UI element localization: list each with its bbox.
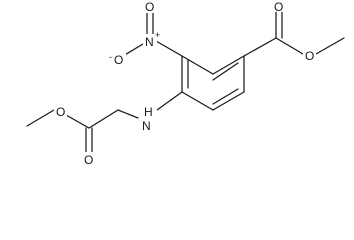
chemical-structure-diagram: N + O O - O O H N <box>26 0 345 167</box>
atom-label-ester-right-o-ether: O <box>305 49 314 63</box>
atom-nitro-o-minus: O - <box>109 52 126 67</box>
charge-nitro-o: - <box>109 52 112 62</box>
atom-amine-nh: H N <box>139 105 157 133</box>
atom-label-ester-left-o-carbonyl: O <box>84 153 93 167</box>
atom-ester-right-o-carbonyl: O <box>273 0 285 14</box>
bond-ring-c3-c4 <box>212 91 245 111</box>
atom-ester-left-o-ether: O <box>54 104 67 119</box>
charge-nitro-n: + <box>155 30 160 40</box>
atom-label-nitro-n: N <box>145 35 154 49</box>
atom-label-ester-left-o-ether: O <box>56 105 65 119</box>
atom-label-nitro-o-minus: O <box>114 53 123 67</box>
atom-labels: N + O O - O O H N <box>54 0 316 167</box>
bond-ring-to-carbonyl-right <box>243 37 277 57</box>
bond-ring-c1-c2 <box>212 55 245 75</box>
bond-ch2-to-carbonyl-left <box>88 109 119 129</box>
atom-label-nitro-o-top: O <box>145 0 154 14</box>
atom-nitro-n: N + <box>143 30 160 49</box>
bond-ring-c6-c1 <box>181 55 214 75</box>
atom-label-amine-n: N <box>142 119 151 133</box>
bond-amine-to-ch2 <box>117 109 139 119</box>
atom-label-amine-h: H <box>144 105 153 119</box>
bond-lines <box>26 9 345 153</box>
bond-ring-double-2 <box>212 88 239 105</box>
bond-ester-right-ether <box>275 37 304 55</box>
bond-nitro-o-minus <box>122 43 144 57</box>
bond-ester-right-methyl <box>315 37 345 55</box>
bond-ester-left-ether <box>65 114 90 129</box>
atom-nitro-o-top: O <box>144 0 156 14</box>
atom-ester-right-o-ether: O <box>303 48 316 63</box>
bond-ring-to-amine <box>156 91 183 111</box>
bond-ester-left-methyl <box>26 109 55 127</box>
bond-ring-to-nitro <box>155 40 183 57</box>
bond-ring-c4-c5 <box>181 91 214 111</box>
bond-ring-double-1 <box>212 62 239 81</box>
atom-ester-left-o-carbonyl: O <box>83 152 96 167</box>
atom-label-ester-right-o-carbonyl: O <box>274 0 283 14</box>
